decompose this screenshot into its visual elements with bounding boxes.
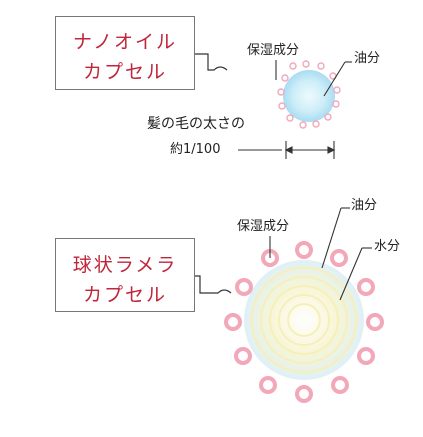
nano-moisture-label: 保湿成分 xyxy=(247,43,300,58)
hair-scale xyxy=(238,141,336,159)
hair-caption: 髪の毛の太さの xyxy=(147,116,245,132)
nano-oil-label: 油分 xyxy=(354,51,381,66)
lamellar-oil-label: 油分 xyxy=(351,198,378,213)
lamellar-capsule-graphic xyxy=(224,241,384,403)
lamellar-water-label: 水分 xyxy=(374,239,401,254)
lamellar-pointer-lines xyxy=(269,207,372,301)
nano-capsule-graphic xyxy=(277,60,341,129)
lamellar-capsule-label-line2: カプセル xyxy=(82,284,167,306)
lamellar-moisture-label: 保湿成分 xyxy=(237,219,290,234)
nano-capsule-box: ナノオイル カプセル xyxy=(55,16,195,90)
hair-size: 約1/100 xyxy=(170,142,221,157)
lamellar-capsule-label-line1: 球状ラメラ xyxy=(72,254,178,276)
nano-capsule-label-line2: カプセル xyxy=(82,61,167,83)
nano-capsule-label-line1: ナノオイル xyxy=(72,31,178,53)
lamellar-connector-line xyxy=(195,275,232,294)
lamellar-capsule-box: 球状ラメラ カプセル xyxy=(55,238,195,312)
nano-connector-line xyxy=(195,53,228,71)
nano-pointer-lines xyxy=(275,60,352,97)
